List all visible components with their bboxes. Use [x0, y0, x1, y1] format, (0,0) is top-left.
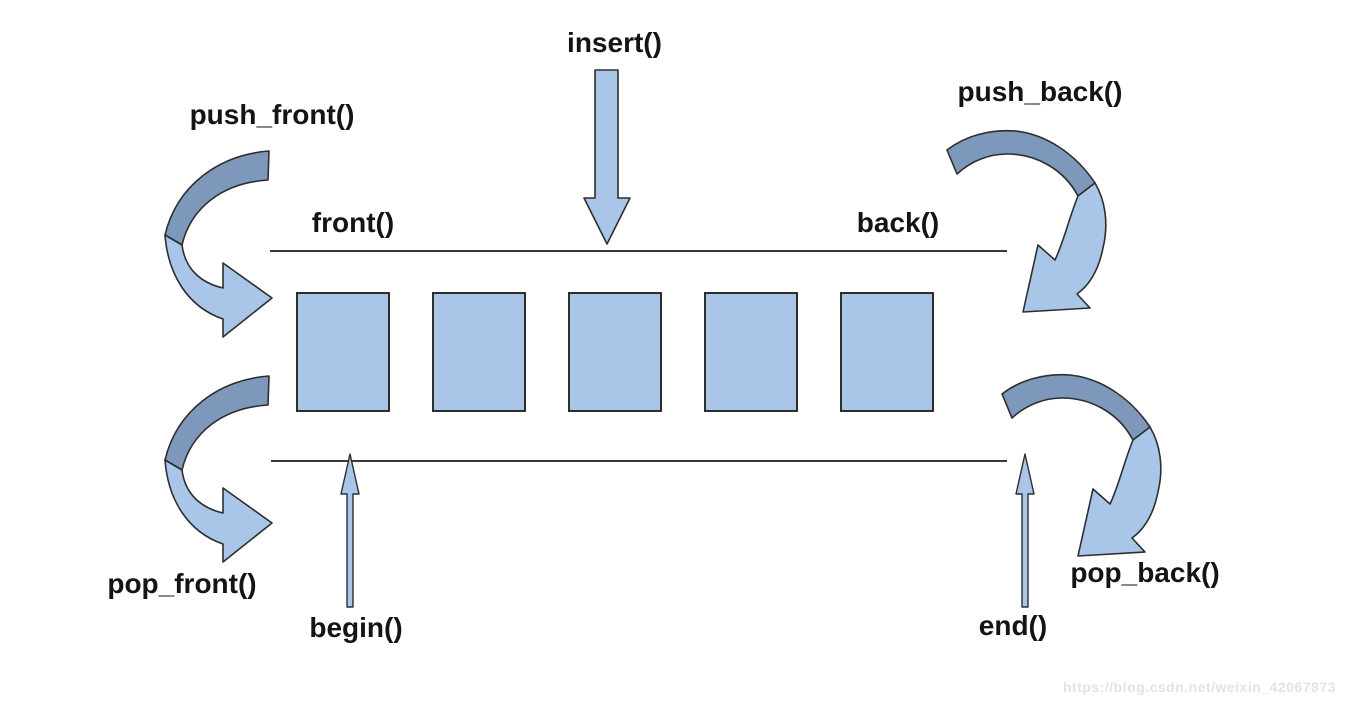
pop-back-label: pop_back() [1070, 557, 1220, 588]
back-label: back() [856, 207, 940, 238]
push-front-label: push_front() [189, 99, 355, 130]
end-label: end() [978, 610, 1048, 641]
watermark-text: https://blog.csdn.net/weixin_42067873 [1063, 679, 1336, 695]
end-arrow [1015, 453, 1035, 608]
push-back-arrow [946, 129, 1107, 313]
deque-cell [432, 292, 526, 412]
deque-cell [296, 292, 390, 412]
pop-back-arrow [1001, 373, 1162, 557]
top-boundary-line [270, 250, 1007, 252]
push-back-label: push_back() [957, 76, 1123, 107]
deque-cell [704, 292, 798, 412]
begin-arrow [340, 453, 360, 608]
bottom-boundary-line [271, 460, 1007, 462]
deque-cell [840, 292, 934, 412]
insert-arrow [583, 69, 631, 245]
insert-label: insert() [567, 27, 662, 58]
pop-front-arrow [164, 375, 273, 563]
pop-front-label: pop_front() [107, 568, 257, 599]
begin-label: begin() [309, 612, 403, 643]
front-label: front() [311, 207, 395, 238]
deque-cell [568, 292, 662, 412]
deque-cells [296, 292, 934, 412]
push-front-arrow [164, 150, 273, 338]
